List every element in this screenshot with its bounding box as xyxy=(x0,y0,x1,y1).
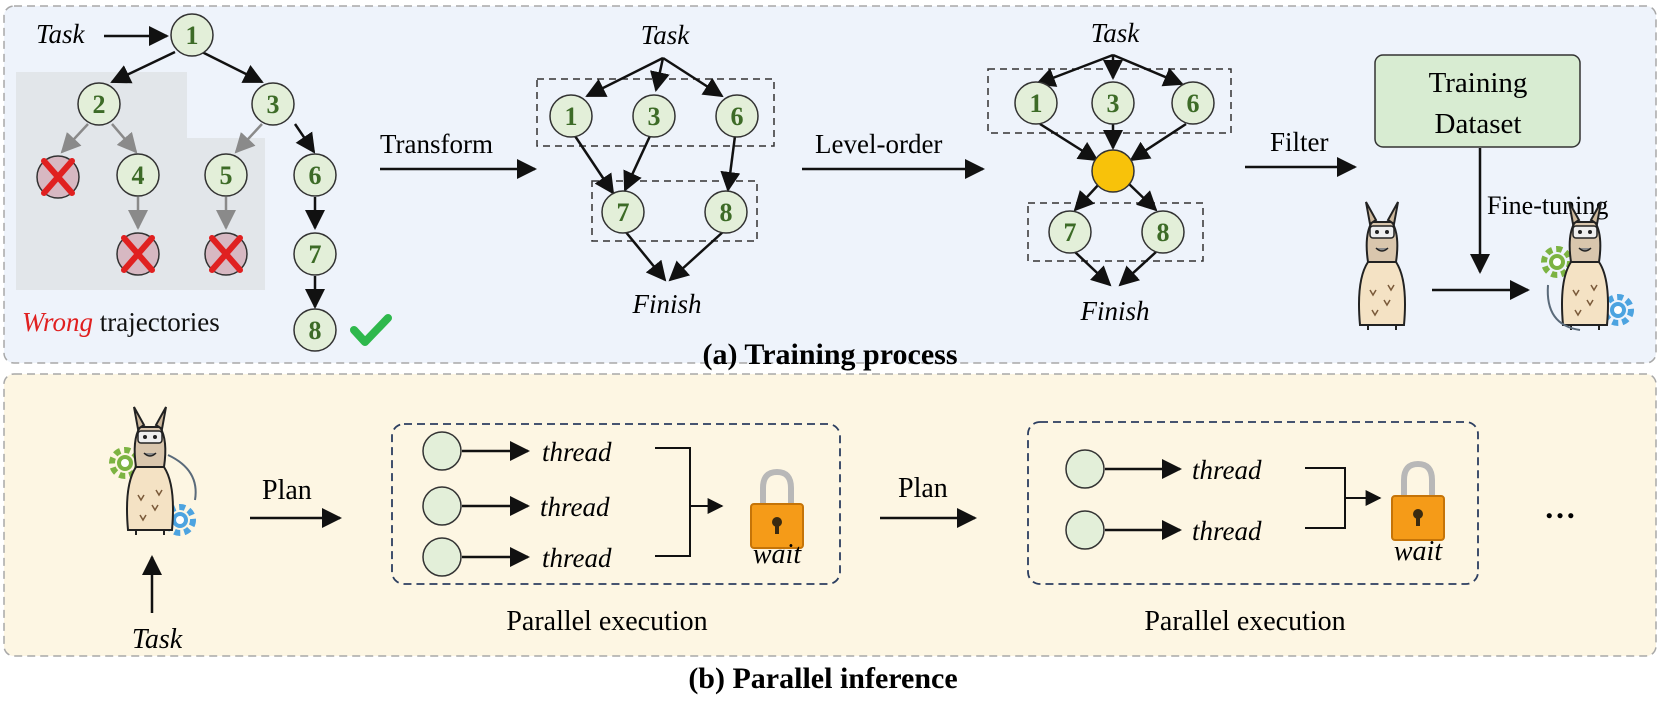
svg-text:thread: thread xyxy=(542,543,612,573)
exec1-label-2: Parallel execution xyxy=(1144,606,1345,637)
tree-node-2: 2 xyxy=(77,82,121,126)
thread-row: thread xyxy=(422,537,612,577)
dag1-task-label: Task xyxy=(641,20,691,50)
svg-text:1: 1 xyxy=(565,102,578,131)
tree-node-4: 4 xyxy=(116,153,160,197)
svg-text:1: 1 xyxy=(186,21,199,50)
svg-text:thread: thread xyxy=(542,437,612,467)
svg-text:2: 2 xyxy=(93,90,106,119)
dag2-group-bottom xyxy=(1027,202,1204,262)
training-caption: (a) Training process xyxy=(702,338,957,371)
cross-icon xyxy=(116,232,160,276)
dag2-node-3: 3 xyxy=(1091,81,1135,125)
svg-text:1: 1 xyxy=(1030,89,1043,118)
dag1-node-8: 8 xyxy=(704,190,748,234)
svg-text:3: 3 xyxy=(648,102,661,131)
training-panel xyxy=(3,5,1657,364)
wrong-trajectories-label: Wrong trajectories xyxy=(22,307,220,337)
wait1-label: wait xyxy=(753,539,802,570)
filter-label: Filter xyxy=(1270,127,1329,157)
dag2-finish-label: Finish xyxy=(1079,296,1149,326)
svg-text:3: 3 xyxy=(267,90,280,119)
plan1-label: Plan xyxy=(262,475,312,506)
inference-panel xyxy=(3,373,1657,657)
wait2-label: wait xyxy=(1394,536,1443,567)
checkmark-icon xyxy=(350,314,392,346)
dag1-finish-label: Finish xyxy=(631,289,701,319)
parallel-group-1 xyxy=(391,423,841,585)
ellipsis: … xyxy=(1544,489,1576,525)
thread-row: thread xyxy=(1065,449,1262,489)
parallel-group-2 xyxy=(1027,421,1479,585)
dag1-node-6: 6 xyxy=(715,94,759,138)
tree-node-3: 3 xyxy=(251,82,295,126)
svg-text:4: 4 xyxy=(132,161,145,190)
svg-text:5: 5 xyxy=(220,161,233,190)
tree-node-1: 1 xyxy=(170,13,214,57)
cross-icon xyxy=(36,155,80,199)
thread-row: thread xyxy=(1065,510,1262,550)
svg-text:6: 6 xyxy=(731,102,744,131)
inference-caption: (b) Parallel inference xyxy=(688,662,957,695)
svg-text:7: 7 xyxy=(617,198,630,227)
dag1-node-3: 3 xyxy=(632,94,676,138)
dag2-node-1: 1 xyxy=(1014,81,1058,125)
tree-task-label: Task xyxy=(36,19,86,49)
levelorder-label: Level-order xyxy=(815,129,942,159)
svg-text:thread: thread xyxy=(1192,516,1262,546)
finetune-label: Fine-tuning xyxy=(1487,191,1608,220)
dataset-line1: Training xyxy=(1429,67,1528,99)
tree-node-6: 6 xyxy=(293,153,337,197)
dataset-line2: Dataset xyxy=(1435,108,1522,140)
tree-node-7: 7 xyxy=(293,232,337,276)
dag2-node-7: 7 xyxy=(1048,210,1092,254)
merge-node xyxy=(1091,149,1135,193)
svg-text:8: 8 xyxy=(720,198,733,227)
cycle-arrow xyxy=(1546,284,1581,331)
inference-task-label: Task xyxy=(132,624,183,655)
dag2-node-6: 6 xyxy=(1171,81,1215,125)
dag1-group-top xyxy=(536,78,775,147)
dag2-node-8: 8 xyxy=(1141,210,1185,254)
svg-text:8: 8 xyxy=(1157,218,1170,247)
tree-node-8: 8 xyxy=(293,308,337,352)
svg-text:6: 6 xyxy=(1187,89,1200,118)
svg-text:thread: thread xyxy=(1192,455,1262,485)
dag2-task-label: Task xyxy=(1091,18,1141,48)
exec1-label: Parallel execution xyxy=(506,606,707,637)
svg-text:8: 8 xyxy=(309,316,322,345)
thread-row: thread xyxy=(422,431,612,471)
dag1-group-bottom xyxy=(591,180,758,242)
thread-row: thread xyxy=(422,486,610,526)
tree-node-5: 5 xyxy=(204,153,248,197)
svg-text:7: 7 xyxy=(309,240,322,269)
dag1-node-1: 1 xyxy=(549,94,593,138)
cycle-arrow xyxy=(167,454,197,501)
training-dataset-box xyxy=(1374,54,1581,148)
cross-icon xyxy=(204,232,248,276)
svg-text:7: 7 xyxy=(1064,218,1077,247)
transform-label: Transform xyxy=(380,129,493,159)
svg-text:6: 6 xyxy=(309,161,322,190)
plan2-label: Plan xyxy=(898,473,948,504)
dag1-node-7: 7 xyxy=(601,190,645,234)
svg-text:3: 3 xyxy=(1107,89,1120,118)
svg-text:thread: thread xyxy=(540,492,610,522)
